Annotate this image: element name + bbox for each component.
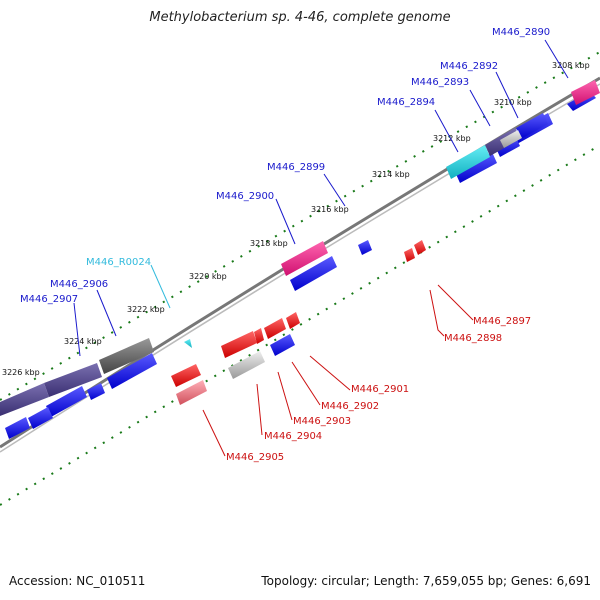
lower-scale-track xyxy=(0,144,600,506)
lower-gene-labels: M446_2897 M446_2898 M446_2901 M446_2902 … xyxy=(226,316,531,463)
gene-blue-arrow[interactable] xyxy=(455,152,497,183)
kbp-tick-3210: 3210 kbp xyxy=(494,98,532,107)
gene-label-M446-2899[interactable]: M446_2899 xyxy=(267,162,325,173)
upper-feature-genes xyxy=(0,80,600,416)
gene-label-M446-R0024[interactable]: M446_R0024 xyxy=(86,257,151,268)
upper-gene-labels: M446_2890 M446_2892 M446_2893 M446_2894 … xyxy=(20,27,550,305)
gene-pink-M446-2900[interactable] xyxy=(281,241,328,276)
gene-red-M446-2898[interactable] xyxy=(404,248,415,262)
gene-lightgray[interactable] xyxy=(500,130,522,148)
gene-gray-M446-2906[interactable] xyxy=(99,338,154,374)
gene-cyan-tRNA[interactable] xyxy=(184,339,192,348)
kbp-tick-labels: 3208 kbp 3210 kbp 3212 kbp 3214 kbp 3216… xyxy=(2,61,590,377)
gene-red-M446-2901[interactable] xyxy=(286,312,300,329)
gene-cyan-M446-2894[interactable] xyxy=(446,145,490,179)
gene-pinkish-M446-2905[interactable] xyxy=(176,380,207,405)
gene-label-M446-2900[interactable]: M446_2900 xyxy=(216,191,274,202)
kbp-tick-3224: 3224 kbp xyxy=(64,337,102,346)
map-title: Methylobacterium sp. 4-46, complete geno… xyxy=(149,10,451,25)
gene-label-M446-2894[interactable]: M446_2894 xyxy=(377,97,435,108)
gene-red-M446-2897[interactable] xyxy=(414,240,426,255)
kbp-tick-3216: 3216 kbp xyxy=(311,205,349,214)
kbp-tick-3226: 3226 kbp xyxy=(2,368,40,377)
gene-blue-block[interactable] xyxy=(516,113,548,139)
gene-label-M446-2893[interactable]: M446_2893 xyxy=(411,77,469,88)
gene-blue-arrow[interactable] xyxy=(87,383,105,400)
gene-red-M446-2903[interactable] xyxy=(264,318,286,339)
gene-label-M446-2898[interactable]: M446_2898 xyxy=(444,333,502,344)
gene-blue-M446-2902[interactable] xyxy=(270,334,295,356)
gene-label-M446-2905[interactable]: M446_2905 xyxy=(226,452,284,463)
gene-red-M446-2905[interactable] xyxy=(171,364,201,387)
kbp-tick-3222: 3222 kbp xyxy=(127,305,165,314)
gene-navy[interactable] xyxy=(0,383,49,416)
gene-blue-arrow[interactable] xyxy=(358,240,372,255)
reverse-strand-genes xyxy=(171,240,426,405)
gene-label-M446-2897[interactable]: M446_2897 xyxy=(473,316,531,327)
gene-label-M446-2892[interactable]: M446_2892 xyxy=(440,61,498,72)
genome-summary-text: Topology: circular; Length: 7,659,055 bp… xyxy=(261,574,591,588)
accession-text: Accession: NC_010511 xyxy=(9,574,146,588)
kbp-tick-3220: 3220 kbp xyxy=(189,272,227,281)
gene-navy-M446-2907[interactable] xyxy=(44,363,102,397)
gene-label-M446-2902[interactable]: M446_2902 xyxy=(321,401,379,412)
gene-blue-arrow[interactable] xyxy=(107,353,157,389)
gene-blue-arrow[interactable] xyxy=(28,407,53,429)
kbp-tick-3218: 3218 kbp xyxy=(250,239,288,248)
gene-blue-arrow[interactable] xyxy=(5,417,30,439)
gene-blue-arrow[interactable] xyxy=(290,256,337,291)
gene-red-M446-2904[interactable] xyxy=(221,331,257,358)
gene-label-M446-2906[interactable]: M446_2906 xyxy=(50,279,108,290)
upper-scale-track xyxy=(0,51,600,401)
upper-label-leaders xyxy=(73,39,569,357)
gene-lightgray-M446-2904[interactable] xyxy=(228,351,265,379)
gene-red[interactable] xyxy=(254,328,264,344)
gene-label-M446-2907[interactable]: M446_2907 xyxy=(20,294,78,305)
gene-pink[interactable] xyxy=(571,80,600,105)
gene-label-M446-2903[interactable]: M446_2903 xyxy=(293,416,351,427)
kbp-tick-3214: 3214 kbp xyxy=(372,170,410,179)
gene-label-M446-2904[interactable]: M446_2904 xyxy=(264,431,322,442)
gene-blue-arrow[interactable] xyxy=(46,386,87,417)
lower-label-leaders xyxy=(202,284,474,457)
kbp-tick-3208: 3208 kbp xyxy=(552,61,590,70)
kbp-tick-3212: 3212 kbp xyxy=(433,134,471,143)
gene-label-M446-2890[interactable]: M446_2890 xyxy=(492,27,550,38)
gene-label-M446-2901[interactable]: M446_2901 xyxy=(351,384,409,395)
